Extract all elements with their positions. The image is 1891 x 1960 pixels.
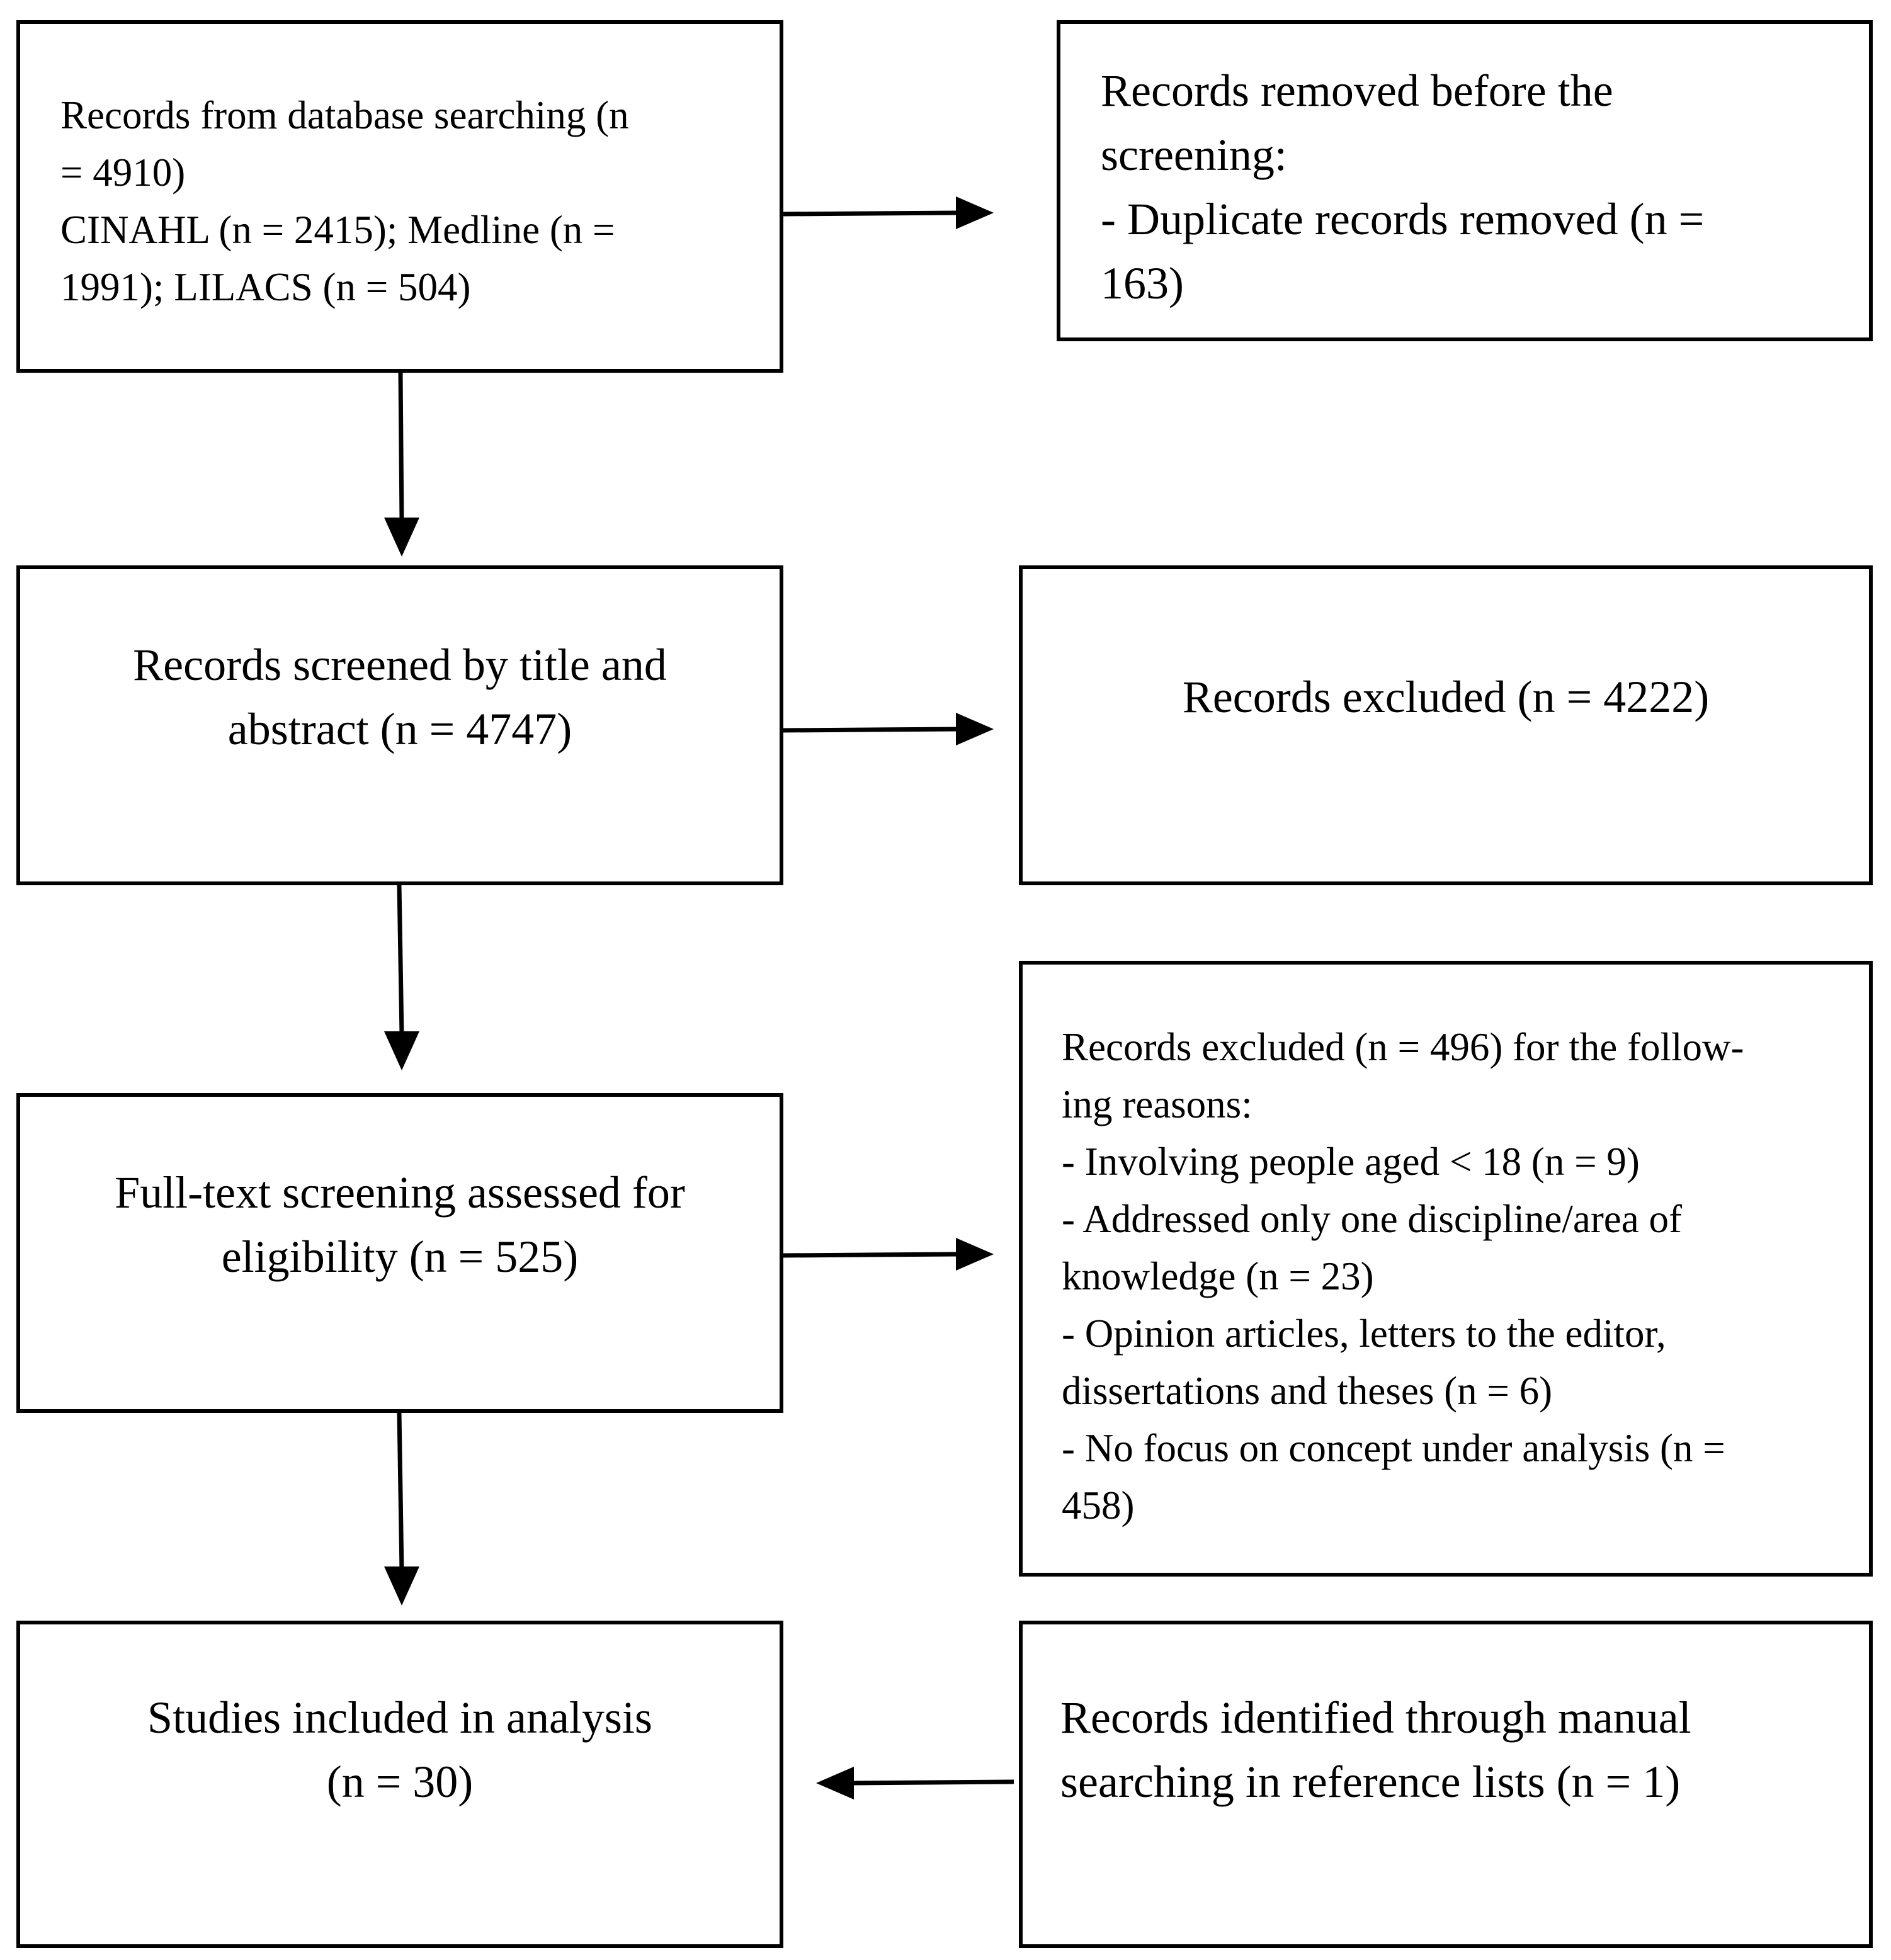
removed-line: screening: (1101, 130, 1287, 180)
included-line: (n = 30) (326, 1757, 474, 1807)
arrow-full-text-to-excluded (783, 1252, 963, 1258)
excluded-screening-line: Records excluded (n = 4222) (1182, 672, 1710, 722)
identification-line: Records from database searching (n (60, 93, 629, 137)
exclusion-reason-line: 458) (1062, 1483, 1135, 1527)
arrowhead-down-icon (384, 1566, 419, 1606)
screened-text: Records screened by title and abstract (… (20, 569, 780, 881)
manual-search-line: Records identified through manual (1060, 1692, 1691, 1743)
excluded-full-text-box: Records excluded (n = 496) for the follo… (1019, 961, 1873, 1577)
arrow-manual-to-included (852, 1779, 1014, 1786)
identification-text: Records from database searching (n = 491… (20, 24, 780, 369)
screened-box: Records screened by title and abstract (… (16, 565, 783, 885)
arrowhead-right-icon (956, 1238, 994, 1271)
arrow-identification-to-removed (783, 210, 963, 217)
full-text-box: Full-text screening assessed for eligibi… (16, 1093, 783, 1413)
full-text-text: Full-text screening assessed for eligibi… (20, 1097, 780, 1409)
excluded-screening-text: Records excluded (n = 4222) (1023, 569, 1869, 881)
full-text-line: Full-text screening assessed for (115, 1167, 685, 1218)
identification-line: 1991); LILACS (n = 504) (60, 265, 471, 309)
excluded-screening-box: Records excluded (n = 4222) (1019, 565, 1873, 885)
screened-line: Records screened by title and (133, 640, 667, 690)
exclusion-reason-line: - No focus on concept under analysis (n … (1062, 1426, 1725, 1470)
arrow-identification-to-screened (398, 372, 404, 523)
arrow-full-text-to-included (397, 1412, 404, 1572)
excluded-full-text-text: Records excluded (n = 496) for the follo… (1023, 965, 1869, 1573)
removed-before-screening-box: Records removed before the screening: - … (1057, 20, 1873, 341)
removed-line: 163) (1101, 258, 1184, 309)
arrow-screened-to-full-text (397, 885, 404, 1036)
exclusion-reason-line: - Addressed only one discipline/area of (1062, 1197, 1682, 1241)
removed-before-screening-text: Records removed before the screening: - … (1060, 24, 1869, 337)
arrowhead-right-icon (956, 196, 994, 229)
exclusion-reason-line: - Involving people aged < 18 (n = 9) (1062, 1140, 1640, 1184)
exclusion-reason-line: knowledge (n = 23) (1062, 1254, 1374, 1298)
removed-line: - Duplicate records removed (n = (1101, 194, 1705, 244)
arrow-screened-to-excluded (783, 727, 963, 733)
exclusion-reason-line: Records excluded (n = 496) for the follo… (1062, 1025, 1744, 1069)
exclusion-reason-line: ing reasons: (1062, 1082, 1252, 1126)
full-text-line: eligibility (n = 525) (221, 1232, 579, 1282)
arrowhead-down-icon (384, 518, 419, 557)
manual-search-line: searching in reference lists (n = 1) (1060, 1757, 1681, 1807)
manual-search-text: Records identified through manual search… (1023, 1624, 1869, 1944)
identification-line: = 4910) (60, 150, 186, 195)
exclusion-reason-line: - Opinion articles, letters to the edito… (1062, 1311, 1666, 1356)
identification-box: Records from database searching (n = 491… (16, 20, 783, 373)
included-line: Studies included in analysis (147, 1692, 652, 1743)
included-box: Studies included in analysis (n = 30) (16, 1621, 783, 1948)
removed-line: Records removed before the (1101, 65, 1613, 116)
arrowhead-down-icon (384, 1031, 419, 1070)
screened-line: abstract (n = 4747) (227, 704, 572, 754)
arrowhead-left-icon (816, 1767, 854, 1799)
arrowhead-right-icon (956, 713, 994, 745)
included-text: Studies included in analysis (n = 30) (20, 1624, 780, 1944)
exclusion-reason-line: dissertations and theses (n = 6) (1062, 1369, 1553, 1413)
identification-line: CINAHL (n = 2415); Medline (n = (60, 208, 615, 252)
manual-search-box: Records identified through manual search… (1019, 1621, 1873, 1948)
